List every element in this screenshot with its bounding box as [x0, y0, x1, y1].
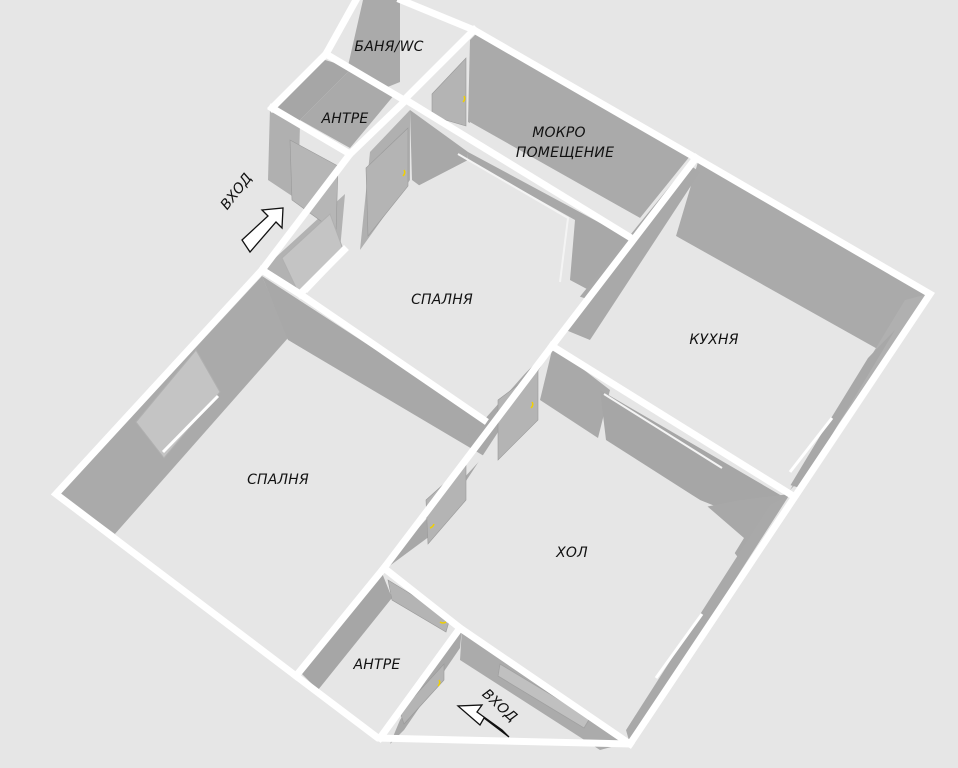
door-handle [402, 169, 406, 177]
room-label-hall: ХОЛ [556, 545, 588, 561]
room-label-wet-room-line2: ПОМЕЩЕНИЕ [515, 145, 615, 161]
window-bedroom-left [135, 349, 221, 459]
room-label-wet-room: МОКРО ПОМЕЩЕНИЕ [516, 123, 614, 163]
door-wet-room [431, 57, 467, 127]
floor-hall [410, 408, 744, 730]
arrow-entry-top-icon [241, 207, 284, 254]
floors [115, 68, 868, 730]
room-label-bedroom-left: СПАЛНЯ [247, 472, 309, 488]
floor-antre-top [300, 68, 395, 148]
door-handle [530, 401, 534, 409]
door-bedroom-top [365, 127, 409, 237]
wall-tops [50, 0, 935, 749]
door-handle [439, 621, 447, 624]
window-hall [654, 613, 704, 679]
floor-bedroom-left [115, 340, 484, 672]
room-label-wet-room-line1: МОКРО [532, 125, 586, 141]
floor-bedroom-top [305, 160, 590, 420]
room-label-antre-bottom: АНТРЕ [353, 657, 401, 673]
floor-antre-bottom [320, 598, 446, 730]
door-handle [462, 95, 466, 103]
door-handle [437, 679, 441, 687]
door-antre-bottom-side [399, 663, 445, 725]
window-kitchen [788, 417, 834, 473]
room-label-bath: БАНЯ/WC [354, 39, 424, 55]
arrow-entry-bottom-icon [456, 704, 510, 738]
room-label-antre-top: АНТРЕ [321, 111, 369, 127]
windows [135, 213, 834, 729]
floor-wet-strip [468, 122, 640, 238]
room-label-bedroom-top: СПАЛНЯ [411, 292, 473, 308]
room-label-kitchen: КУХНЯ [689, 332, 739, 348]
floor-kitchen [590, 236, 868, 486]
door-handle [429, 523, 435, 529]
entrance-arrows [241, 207, 510, 738]
